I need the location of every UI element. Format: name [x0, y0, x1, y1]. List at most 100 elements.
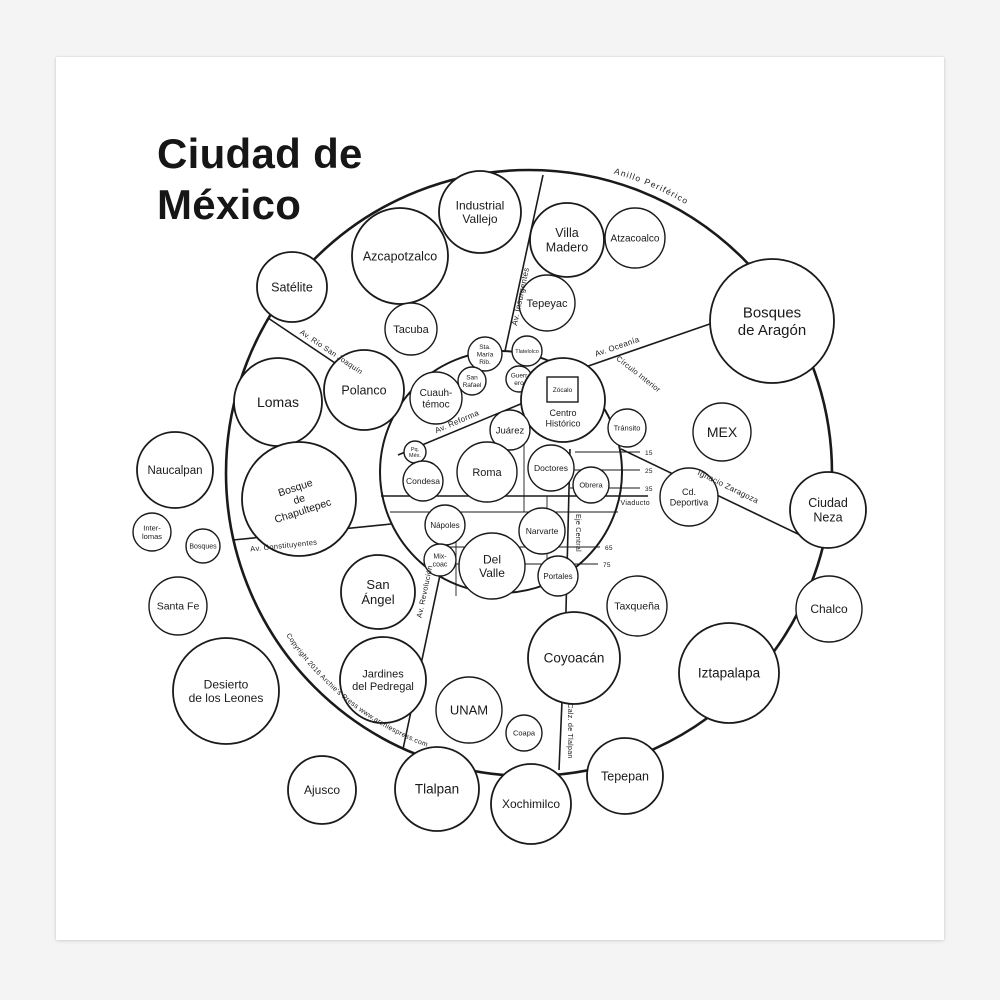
map-label-street-25: 25: [645, 468, 653, 475]
district-obrera-label: Obrera: [579, 481, 603, 490]
district-atzacoalco-label: Atzacoalco: [611, 234, 660, 245]
title-line-2: México: [157, 181, 302, 229]
district-satelite-label: Satélite: [271, 280, 313, 294]
district-tlalpan: [394, 746, 480, 832]
map-label-circulo-interior: Círculo Interior: [614, 354, 662, 394]
district-tepeyac: [518, 274, 576, 332]
district-coyoacan: [527, 611, 621, 705]
poster-title: Ciudad de México: [157, 128, 363, 230]
district-cd-deportiva: [659, 467, 719, 527]
district-portales-label: Portales: [543, 572, 572, 581]
district-condesa-label: Condesa: [406, 476, 440, 486]
map-label-av-oceania: Av. Oceanía: [594, 335, 641, 359]
district-unam-label: UNAM: [450, 703, 488, 718]
district-mex-airport: [692, 402, 752, 462]
district-chalco-label: Chalco: [810, 602, 848, 616]
district-naucalpan-label: Naucalpan: [148, 465, 203, 477]
district-mixcoac-label: Mix-coac: [433, 553, 448, 568]
district-roma: [456, 441, 518, 503]
district-napoles-label: Nápoles: [430, 521, 459, 530]
district-polanco-label: Polanco: [341, 383, 386, 397]
district-san-rafael: [457, 366, 487, 396]
district-desierto-de-los-leones: [172, 637, 280, 745]
district-lomas-label: Lomas: [257, 394, 299, 410]
district-transito: [607, 408, 647, 448]
district-tepepan: [586, 737, 664, 815]
district-san-angel: [340, 554, 416, 630]
district-tacuba-label: Tacuba: [393, 324, 429, 336]
district-tlalpan-label: Tlalpan: [415, 782, 459, 797]
district-santa-fe: [148, 576, 208, 636]
district-cuauhtemoc-label: Cuauh-témoc: [420, 388, 453, 411]
district-xochimilco-label: Xochimilco: [502, 797, 560, 811]
district-condesa: [402, 460, 444, 502]
district-xochimilco: [490, 763, 572, 845]
district-iztapalapa-label: Iztapalapa: [698, 666, 761, 681]
district-interlomas: [132, 512, 172, 552]
road-ignacio-zaragoza: [620, 448, 824, 547]
district-industrial-vallejo: [438, 170, 522, 254]
district-coapa-label: Coapa: [513, 729, 536, 738]
district-juarez: [489, 409, 531, 451]
district-azcapotzalco-label: Azcapotzalco: [363, 249, 437, 263]
zocalo-square: [546, 376, 579, 403]
district-ciudad-neza: [789, 471, 867, 549]
district-coapa: [505, 714, 543, 752]
district-jardines-del-pedregal: [339, 636, 427, 724]
district-satelite: [256, 251, 328, 323]
district-taxquena: [606, 575, 668, 637]
district-juarez-label: Juárez: [496, 425, 525, 436]
district-bosque-de-chapultepec: [241, 441, 357, 557]
map-label-street-15: 15: [645, 450, 653, 457]
district-chalco: [795, 575, 863, 643]
district-mex-airport-label: MEX: [707, 424, 738, 440]
district-azcapotzalco: [351, 207, 449, 305]
district-mixcoac: [423, 543, 457, 577]
district-doctores-label: Doctores: [534, 463, 568, 473]
district-cuauhtemoc: [409, 371, 463, 425]
district-santa-fe-label: Santa Fe: [157, 601, 200, 613]
district-bosques: [185, 528, 221, 564]
district-taxquena-label: Taxqueña: [614, 601, 660, 613]
district-portales: [537, 555, 579, 597]
district-sta-maria-la-ribera: [467, 336, 503, 372]
district-narvarte: [518, 507, 566, 555]
district-bosques-de-aragon: [709, 258, 835, 384]
map-label-av-revolucion: Av. Revolución: [415, 564, 435, 618]
district-tlatelolco-label: Tlatelolco: [515, 349, 539, 355]
map-label-calz-de-tlalpan: Calz. de Tlalpan: [566, 703, 573, 758]
district-iztapalapa: [678, 622, 780, 724]
district-tepepan-label: Tepepan: [601, 769, 649, 783]
district-naucalpan: [136, 431, 214, 509]
district-roma-label: Roma: [472, 467, 502, 479]
district-ajusco-label: Ajusco: [304, 783, 340, 797]
map-label-viaducto: Viaducto: [620, 500, 650, 507]
district-unam: [435, 676, 503, 744]
district-atzacoalco: [604, 207, 666, 269]
district-coyoacan-label: Coyoacán: [544, 651, 605, 666]
map-label-street-35: 35: [645, 486, 653, 493]
district-tlatelolco: [511, 335, 543, 367]
district-tepeyac-label: Tepeyac: [527, 298, 568, 310]
district-interlomas-label: Inter-lomas: [142, 523, 162, 541]
district-del-valle: [458, 532, 526, 600]
district-parque-mexico-label: Pq.Méx.: [409, 447, 421, 459]
map-label-street-75: 75: [603, 562, 611, 569]
road-av-insurgentes-norte: [504, 174, 544, 352]
map-label-street-65: 65: [605, 545, 613, 552]
zocalo-label: Zócalo: [553, 387, 573, 394]
district-narvarte-label: Narvarte: [526, 526, 559, 536]
